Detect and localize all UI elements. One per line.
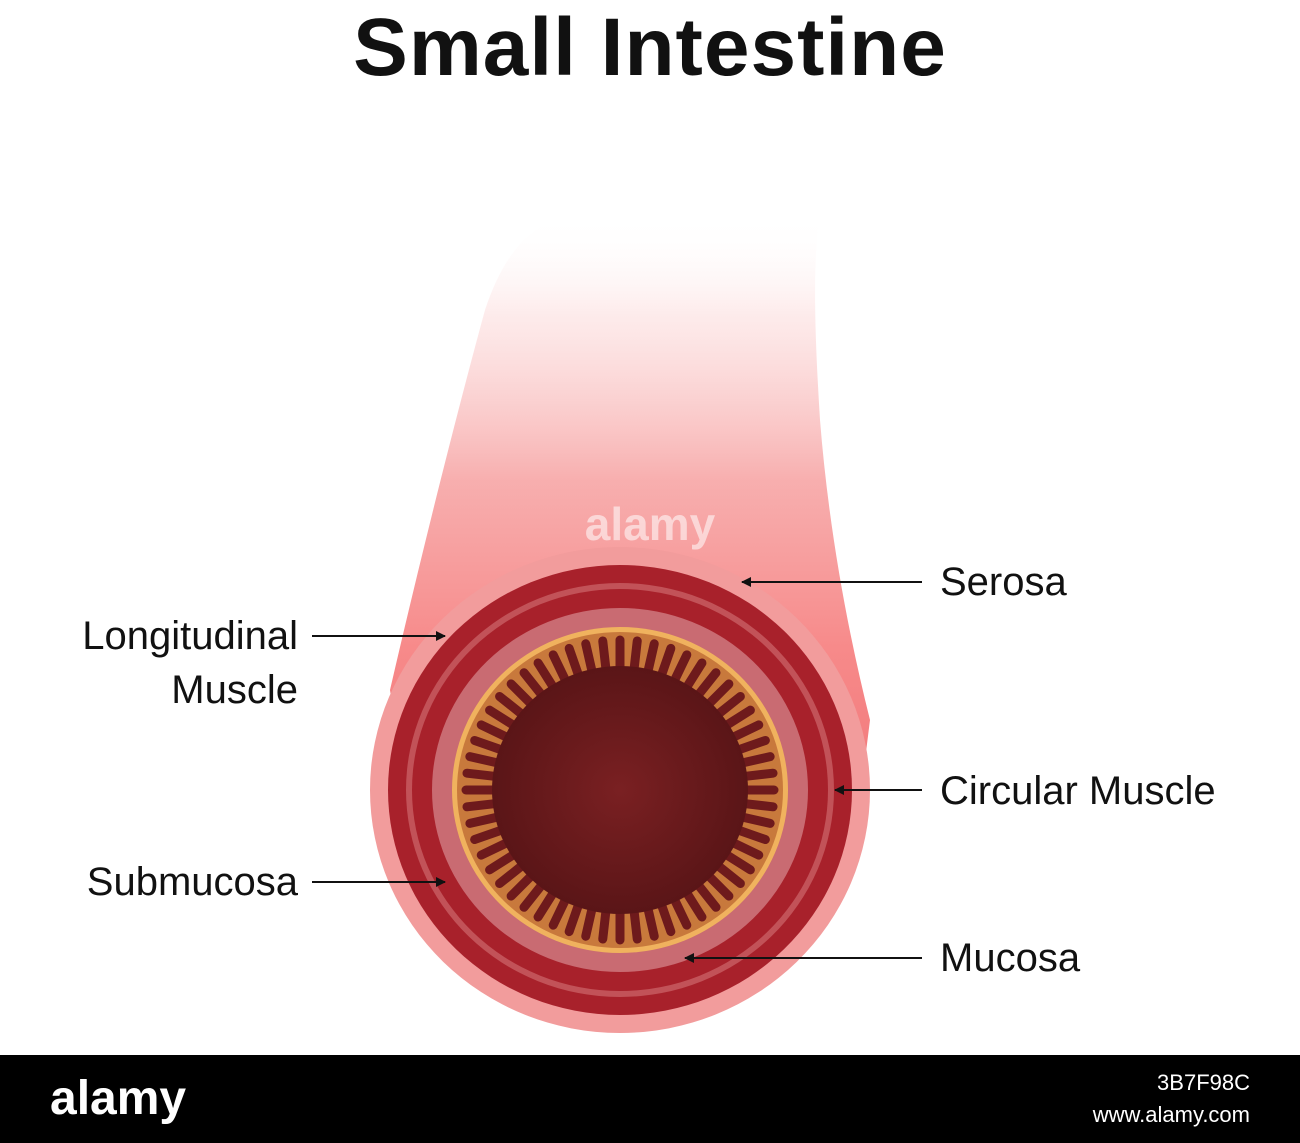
- villus: [732, 825, 770, 845]
- watermark: alamy: [585, 498, 716, 550]
- circular-muscle-label: Circular Muscle: [940, 769, 1216, 813]
- footer-image-id: 3B7F98C: [1157, 1070, 1250, 1095]
- villus: [681, 658, 707, 693]
- villus: [669, 893, 692, 930]
- villus: [681, 887, 707, 922]
- villus: [470, 825, 508, 845]
- footer-site: www.alamy.com: [1092, 1102, 1250, 1127]
- villus: [736, 812, 775, 828]
- villus: [703, 679, 734, 710]
- small-intestine-diagram: alamy: [312, 215, 922, 1033]
- villus: [564, 898, 584, 937]
- longitudinal-muscle-label-line2: Muscle: [171, 668, 298, 712]
- villus: [476, 837, 513, 860]
- villus: [732, 735, 770, 755]
- villus: [533, 887, 559, 922]
- villus: [581, 639, 597, 678]
- villus: [564, 643, 584, 682]
- villus: [736, 752, 775, 768]
- villus: [548, 893, 571, 930]
- footer-bar: alamy 3B7F98C www.alamy.com: [0, 1055, 1300, 1143]
- villus: [656, 898, 676, 937]
- villus: [727, 720, 764, 743]
- villus: [598, 904, 611, 944]
- villus: [465, 812, 504, 828]
- villus: [465, 752, 504, 768]
- diagram-title: Small Intestine: [353, 2, 947, 93]
- lumen: [492, 666, 748, 914]
- villus: [519, 879, 548, 912]
- villus: [506, 679, 537, 710]
- villus: [485, 849, 520, 875]
- villus: [485, 705, 520, 731]
- villus: [629, 636, 642, 676]
- villi-group: [461, 635, 779, 945]
- villus: [643, 902, 659, 941]
- villus: [712, 860, 745, 889]
- footer-logo: alamy: [50, 1072, 187, 1125]
- villus: [720, 705, 755, 731]
- villus: [738, 768, 778, 782]
- villus: [470, 735, 508, 755]
- villus: [727, 837, 764, 860]
- villus: [656, 643, 676, 682]
- submucosa-label: Submucosa: [86, 860, 298, 904]
- villus: [495, 860, 528, 889]
- villus: [581, 902, 597, 941]
- villus: [643, 639, 659, 678]
- villus: [476, 720, 513, 743]
- villus: [462, 768, 502, 782]
- villus: [720, 849, 755, 875]
- villus: [703, 870, 734, 901]
- villus: [548, 650, 571, 687]
- serosa-label: Serosa: [940, 560, 1067, 604]
- villus: [669, 650, 692, 687]
- villus: [462, 798, 502, 812]
- villus: [738, 798, 778, 812]
- villus: [629, 904, 642, 944]
- villus: [495, 691, 528, 720]
- villus: [519, 668, 548, 701]
- longitudinal-muscle-label-line1: Longitudinal: [82, 614, 298, 658]
- villus: [712, 691, 745, 720]
- villus: [692, 668, 721, 701]
- mucosa-label: Mucosa: [940, 936, 1081, 980]
- villus: [598, 636, 611, 676]
- villus: [692, 879, 721, 912]
- villus: [506, 870, 537, 901]
- villus: [533, 658, 559, 693]
